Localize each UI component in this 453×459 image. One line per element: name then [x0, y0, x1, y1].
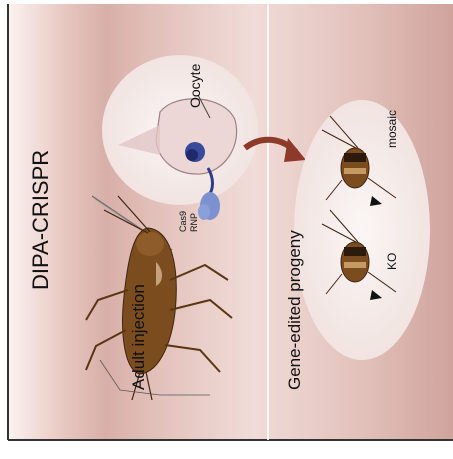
progeny-oval — [294, 100, 430, 360]
nucleus-core — [186, 149, 198, 161]
ko-label: KO — [385, 253, 399, 270]
mosaic-label: mosaic — [385, 110, 399, 148]
diagram-title: DIPA-CRISPR — [28, 150, 53, 290]
adult-injection-label: Adult injection — [129, 284, 148, 390]
cas9-label: Cas9 — [178, 211, 188, 232]
oocyte-cell — [156, 99, 237, 174]
gene-edited-progeny-label: Gene-edited progeny — [285, 230, 304, 390]
rnp-label: RNP — [189, 213, 199, 232]
cas9-rnp-blob-2 — [198, 204, 210, 220]
oocyte-label: Oocyte — [187, 63, 203, 108]
